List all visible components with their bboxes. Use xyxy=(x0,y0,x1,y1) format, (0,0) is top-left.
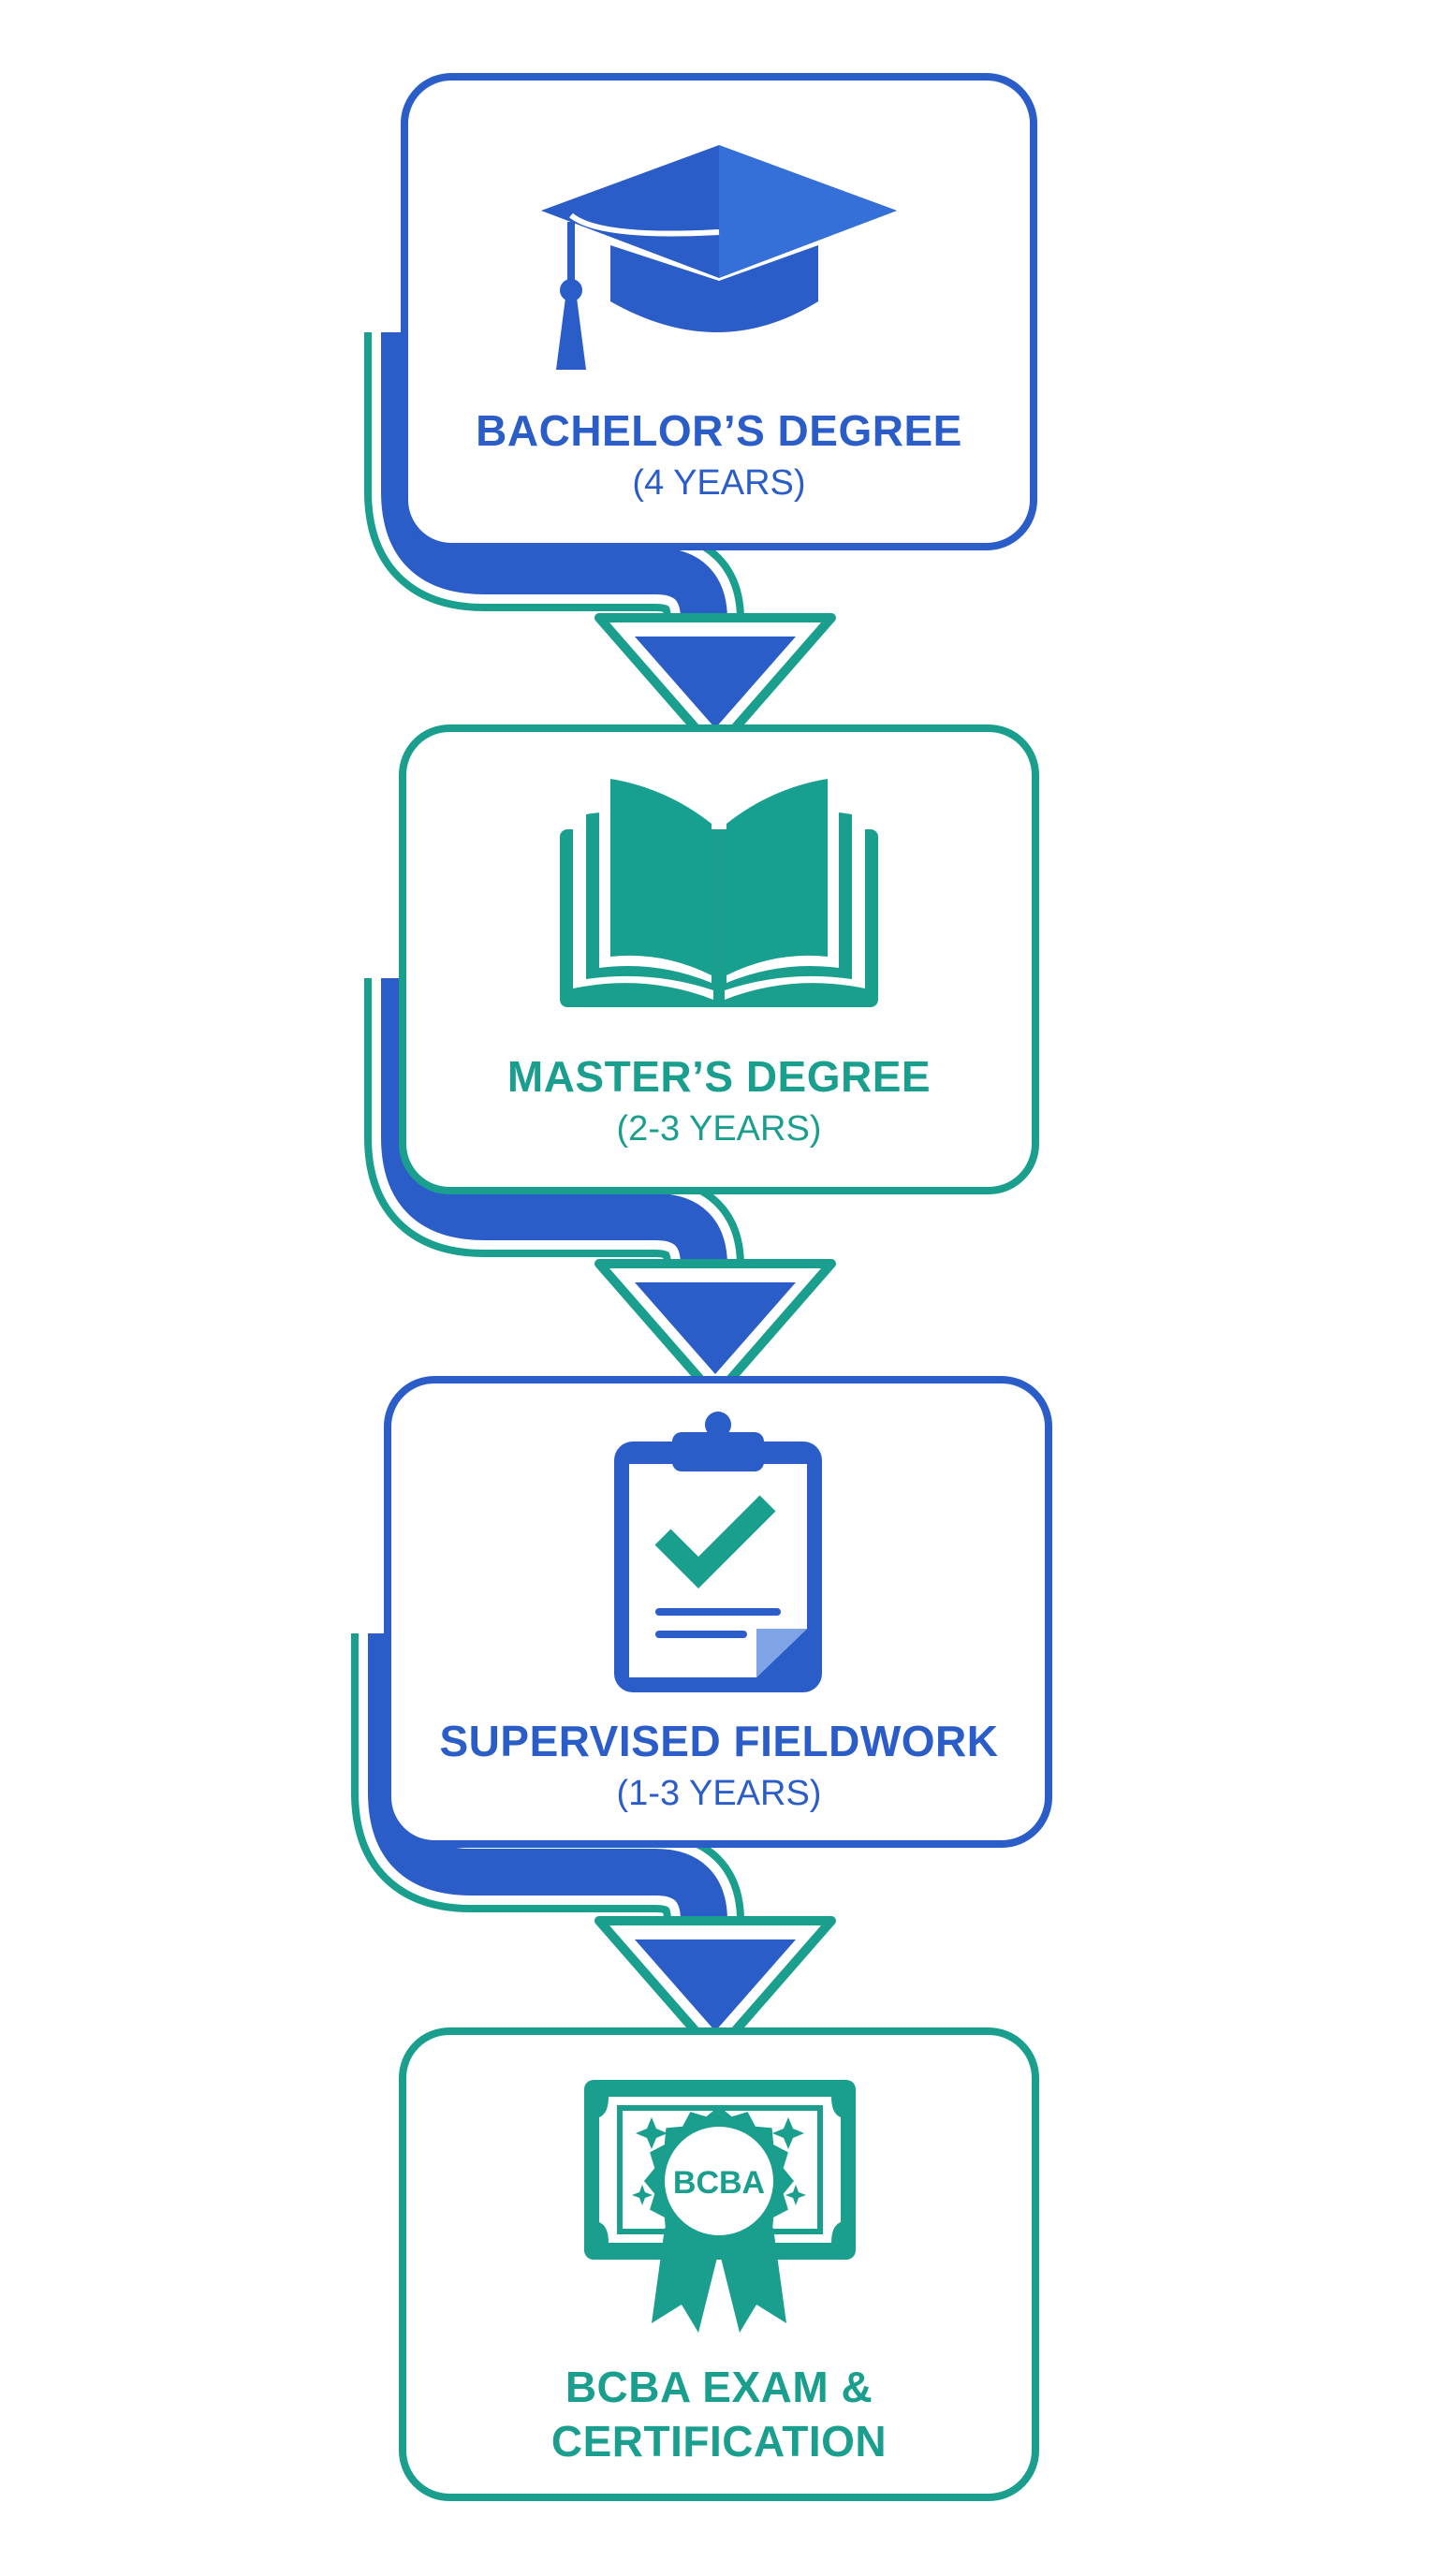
step-4-box xyxy=(399,2027,1039,2501)
graduation-cap-icon xyxy=(541,145,897,370)
step-3-title: SUPERVISED FIELDWORK xyxy=(439,1717,999,1765)
certificate-badge-text: BCBA xyxy=(673,2165,765,2201)
certificate-icon: BCBA xyxy=(584,2080,856,2333)
clipboard-check-icon xyxy=(614,1412,822,1692)
step-1-title: BACHELOR’S DEGREE xyxy=(476,406,962,455)
step-2-duration: (2-3 YEARS) xyxy=(616,1109,822,1149)
step-2-title: MASTER’S DEGREE xyxy=(506,1052,932,1101)
step-4-title-line2: CERTIFICATION xyxy=(550,2417,888,2466)
open-book-icon xyxy=(560,779,878,1007)
step-1-duration: (4 YEARS) xyxy=(632,463,806,503)
step-3-duration: (1-3 YEARS) xyxy=(616,1774,822,1813)
step-4-title: BCBA EXAM & xyxy=(565,2363,873,2411)
